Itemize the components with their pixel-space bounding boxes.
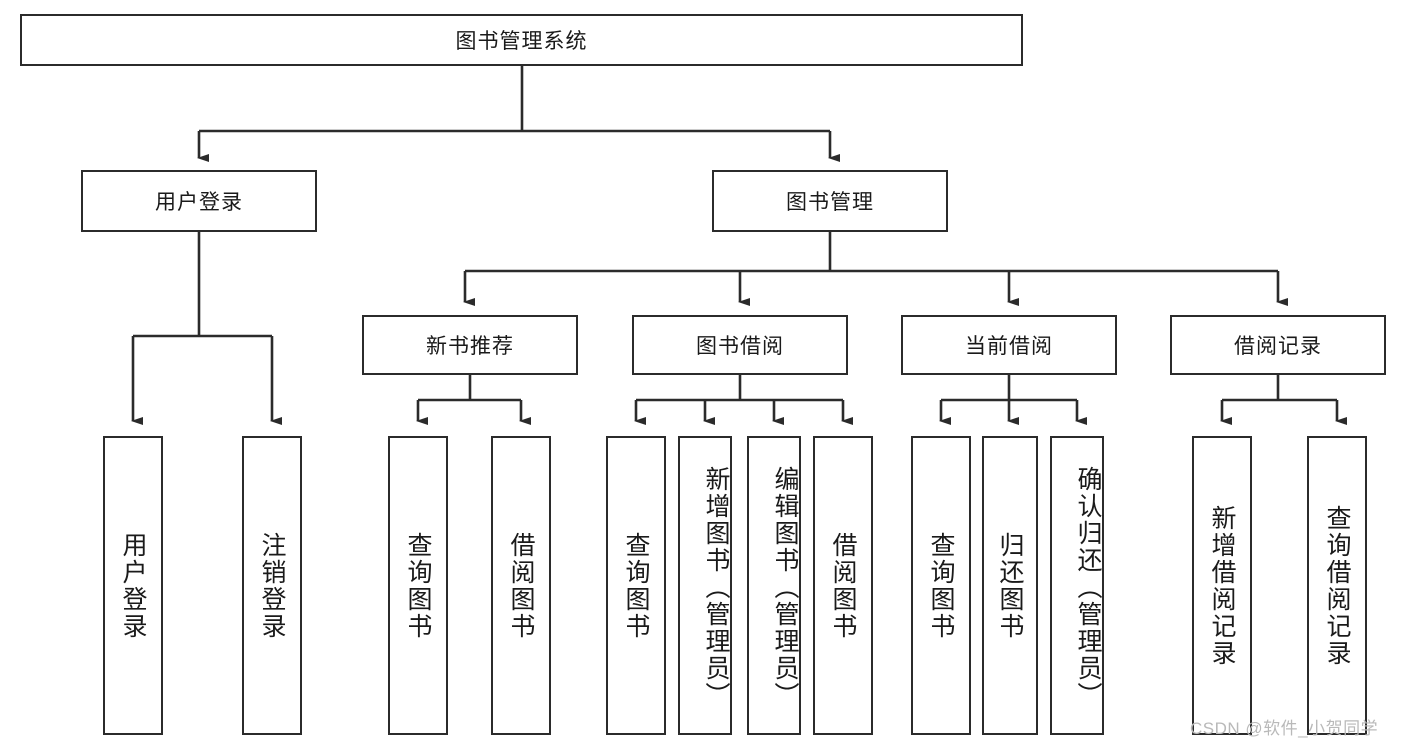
node-label: 图书管理 (786, 191, 874, 214)
node-label: 用户登录 (155, 191, 243, 214)
leaf-query-borrow-record[interactable]: 查询借阅记录 (1307, 436, 1367, 735)
node-book-management-system[interactable]: 图书管理系统 (20, 14, 1023, 66)
leaf-confirm-return-admin[interactable]: 确认归还（管理员） (1050, 436, 1104, 735)
leaf-borrow-book[interactable]: 借阅图书 (813, 436, 873, 735)
leaf-user-login[interactable]: 用户登录 (103, 436, 163, 735)
node-label: 查询图书 (622, 531, 650, 640)
node-label: 查询图书 (927, 531, 955, 640)
leaf-logout[interactable]: 注销登录 (242, 436, 302, 735)
node-label: 图书借阅 (696, 335, 784, 358)
node-label: 新增图书（管理员） (702, 465, 730, 709)
node-label: 查询图书 (404, 531, 432, 640)
leaf-query-book-borrow[interactable]: 查询图书 (606, 436, 666, 735)
node-borrowing-record[interactable]: 借阅记录 (1170, 315, 1386, 375)
leaf-borrow-book-recommend[interactable]: 借阅图书 (491, 436, 551, 735)
node-label: 借阅图书 (507, 531, 535, 640)
node-label: 编辑图书（管理员） (771, 465, 799, 709)
node-label: 图书管理系统 (455, 30, 588, 53)
leaf-query-book-recommend[interactable]: 查询图书 (388, 436, 448, 735)
node-label: 归还图书 (996, 531, 1024, 640)
node-user-login[interactable]: 用户登录 (81, 170, 317, 232)
node-label: 新增借阅记录 (1208, 504, 1236, 667)
node-label: 当前借阅 (965, 335, 1053, 358)
node-label: 用户登录 (119, 531, 147, 640)
node-label: 注销登录 (258, 531, 286, 640)
node-label: 新书推荐 (426, 335, 514, 358)
csdn-watermark: CSDN @软件_小贺同学 (1190, 719, 1379, 738)
leaf-add-book-admin[interactable]: 新增图书（管理员） (678, 436, 732, 735)
leaf-return-book[interactable]: 归还图书 (982, 436, 1038, 735)
leaf-edit-book-admin[interactable]: 编辑图书（管理员） (747, 436, 801, 735)
node-book-borrowing[interactable]: 图书借阅 (632, 315, 848, 375)
node-label: 借阅图书 (829, 531, 857, 640)
node-book-management[interactable]: 图书管理 (712, 170, 948, 232)
node-label: 查询借阅记录 (1323, 504, 1351, 667)
node-current-borrowing[interactable]: 当前借阅 (901, 315, 1117, 375)
node-new-book-recommendation[interactable]: 新书推荐 (362, 315, 578, 375)
node-label: 借阅记录 (1234, 335, 1322, 358)
leaf-add-borrow-record[interactable]: 新增借阅记录 (1192, 436, 1252, 735)
leaf-query-book-current[interactable]: 查询图书 (911, 436, 971, 735)
node-label: 确认归还（管理员） (1074, 465, 1102, 709)
